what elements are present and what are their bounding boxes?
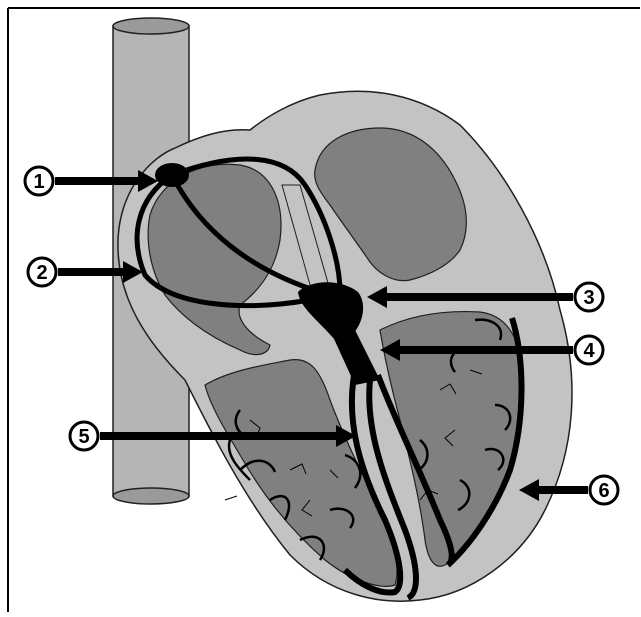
- callout-1-label: 1: [33, 171, 44, 193]
- callout-3-label: 3: [583, 287, 594, 309]
- callout-6-label: 6: [598, 480, 609, 502]
- callout-2-label: 2: [36, 262, 47, 284]
- callout-5-label: 5: [78, 426, 89, 448]
- callout-1: 1: [25, 167, 158, 195]
- callout-4-label: 4: [583, 340, 595, 362]
